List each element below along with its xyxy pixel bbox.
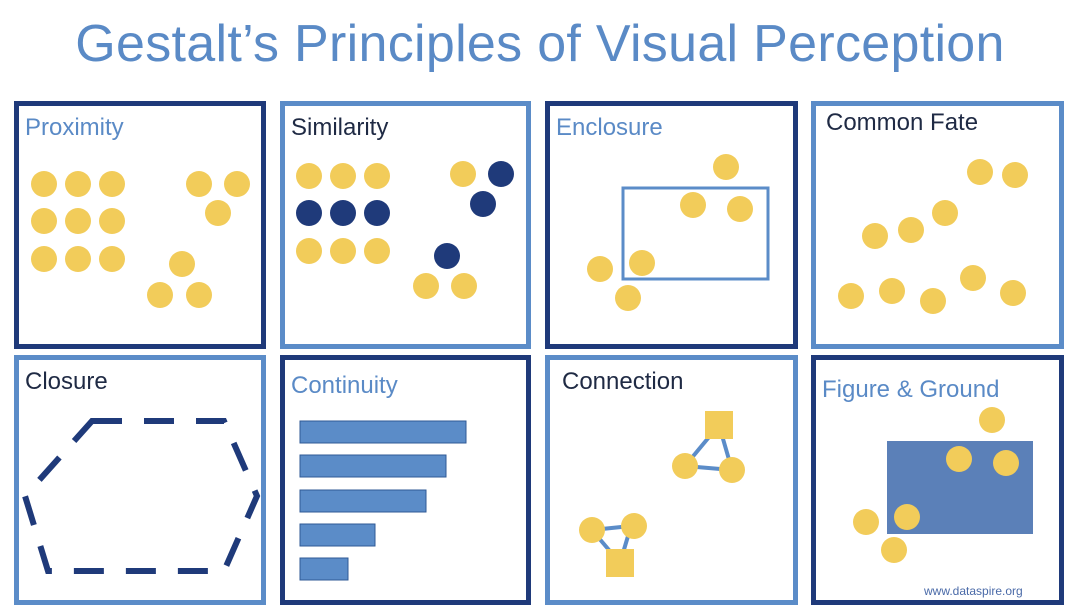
dot [186, 171, 212, 197]
bar [299, 557, 349, 581]
dark-dot [488, 161, 514, 187]
dot [920, 288, 946, 314]
connection-illustration [579, 411, 745, 577]
panel-title-proximity: Proximity [25, 114, 124, 141]
dot [960, 265, 986, 291]
dark-dot [470, 191, 496, 217]
panel-closure: Closure [14, 355, 266, 605]
dot [838, 283, 864, 309]
dot [31, 171, 57, 197]
common-fate-illustration [838, 159, 1028, 314]
dot [1000, 280, 1026, 306]
credit-text: www.dataspire.org [924, 584, 1023, 598]
panel-proximity: Proximity [14, 101, 266, 349]
dot [881, 537, 907, 563]
dot [1002, 162, 1028, 188]
dot [65, 246, 91, 272]
dot [853, 509, 879, 535]
dot [296, 238, 322, 264]
bar [299, 454, 447, 478]
dot [719, 457, 745, 483]
dot [579, 517, 605, 543]
dot [894, 504, 920, 530]
square [606, 549, 634, 577]
panel-title-continuity: Continuity [291, 372, 398, 399]
panel-title-similarity: Similarity [291, 114, 389, 141]
dot [413, 273, 439, 299]
panel-title-connection: Connection [562, 368, 684, 395]
dot [364, 238, 390, 264]
dashed-hexagon [21, 418, 261, 574]
dot [65, 171, 91, 197]
dot [967, 159, 993, 185]
figure-ground-illustration [853, 407, 1033, 563]
proximity-illustration [31, 171, 250, 308]
dot [450, 161, 476, 187]
enclosure-illustration [587, 154, 770, 311]
dot [680, 192, 706, 218]
panel-title-enclosure: Enclosure [556, 114, 663, 141]
bar [299, 523, 376, 547]
panel-title-closure: Closure [25, 368, 108, 395]
dot [615, 285, 641, 311]
enclosure-rectangle [621, 186, 770, 281]
dark-dot [330, 200, 356, 226]
dot [862, 223, 888, 249]
dot [672, 453, 698, 479]
dot [147, 282, 173, 308]
panel-connection: Connection [545, 355, 798, 605]
dot [879, 278, 905, 304]
dot [621, 513, 647, 539]
dot [979, 407, 1005, 433]
dot [364, 163, 390, 189]
dot [186, 282, 212, 308]
dot [451, 273, 477, 299]
dot [99, 208, 125, 234]
panel-continuity: Continuity [280, 355, 531, 605]
panel-common-fate: Common Fate [811, 101, 1064, 349]
panel-enclosure: Enclosure [545, 101, 798, 349]
dot [932, 200, 958, 226]
dark-dot [434, 243, 460, 269]
square [705, 411, 733, 439]
panel-title-common-fate: Common Fate [826, 109, 979, 136]
continuity-illustration [299, 420, 467, 581]
dot [31, 208, 57, 234]
dot [205, 200, 231, 226]
closure-illustration [21, 418, 261, 574]
page-title: Gestalt’s Principles of Visual Perceptio… [75, 15, 1005, 73]
dot [330, 163, 356, 189]
dot [99, 246, 125, 272]
dot [296, 163, 322, 189]
bar [299, 489, 427, 513]
dot [65, 208, 91, 234]
dot [713, 154, 739, 180]
dot [31, 246, 57, 272]
dot [224, 171, 250, 197]
dark-dot [364, 200, 390, 226]
dot [330, 238, 356, 264]
dot [587, 256, 613, 282]
dot [629, 250, 655, 276]
dot [99, 171, 125, 197]
dot [993, 450, 1019, 476]
bar [299, 420, 467, 444]
panel-title-figure-ground: Figure & Ground [822, 376, 1000, 403]
dot [727, 196, 753, 222]
dot [898, 217, 924, 243]
dark-dot [296, 200, 322, 226]
panel-similarity: Similarity [280, 101, 531, 349]
dot [169, 251, 195, 277]
dot [946, 446, 972, 472]
panel-figure-ground: Figure & Ground www.dataspire.org [811, 355, 1064, 605]
similarity-illustration [296, 161, 514, 299]
